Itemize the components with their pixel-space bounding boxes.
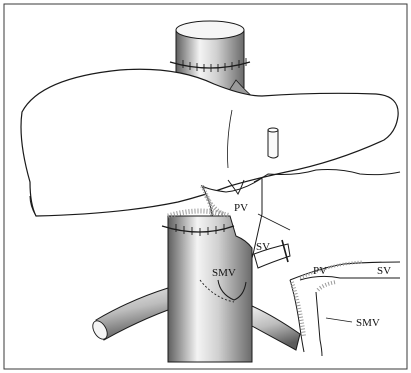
label-pv-right: PV <box>313 266 327 277</box>
label-sv-left: SV <box>256 242 270 253</box>
label-smv-right: SMV <box>356 318 380 329</box>
bile-duct-stub <box>268 128 278 158</box>
label-smv-left: SMV <box>212 268 236 279</box>
label-sv-right: SV <box>377 266 391 277</box>
label-pv-main: PV <box>234 203 248 214</box>
smv-leader-line <box>326 318 352 322</box>
right-renal-vein <box>252 306 300 350</box>
